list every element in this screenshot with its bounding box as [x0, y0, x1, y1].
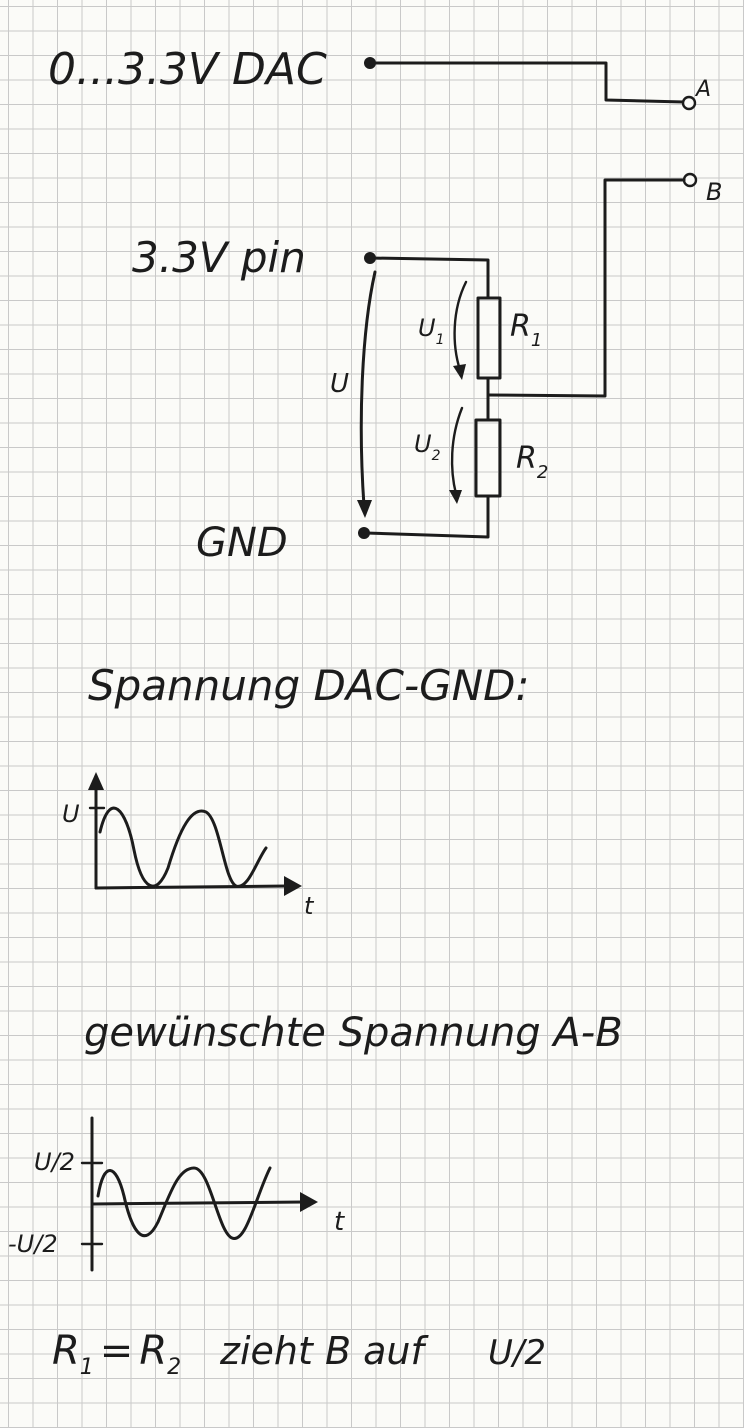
footer-value: U/2 [488, 1333, 546, 1373]
v33-label: 3.3V pin [132, 233, 306, 282]
plot2-heading: gewünschte Spannung A-B [84, 1010, 623, 1056]
gnd-label: GND [196, 520, 288, 566]
terminal-b-wire [486, 178, 686, 398]
footer-note: R1=R2 zieht B auf U/2 [52, 1328, 546, 1380]
footer-formula: R1=R2 [52, 1328, 181, 1380]
plot1-x-axis [94, 884, 290, 890]
u-arrowhead [357, 500, 372, 518]
plot1-y-arrowhead [88, 772, 104, 790]
dac-label: 0...3.3V DAC [48, 44, 327, 95]
gnd-wire [364, 494, 490, 539]
u2-arrow [450, 406, 464, 496]
terminal-b [682, 172, 698, 188]
u1-arrow [453, 280, 468, 372]
plot1-curve [98, 806, 268, 888]
plot2-x-axis [90, 1200, 306, 1206]
u2-label: U2 [414, 430, 441, 464]
v33-wire [368, 256, 490, 300]
plot2-tick-pos-label: U/2 [34, 1148, 75, 1176]
resistor-r2 [474, 418, 502, 498]
u-label: U [330, 369, 349, 399]
u1-arrowhead [453, 364, 466, 380]
circuit-diagram: 0...3.3V DAC A B 3.3V pin R1 R2 GND U [48, 44, 722, 566]
terminal-b-label: B [706, 178, 722, 206]
r2-label: R2 [516, 441, 548, 483]
footer-text: zieht B auf [219, 1329, 429, 1373]
plot1-x-label: t [304, 892, 315, 920]
plot-a-b: gewünschte Spannung A-B U/2 -U/2 t [8, 1010, 623, 1272]
u2-arrowhead [449, 490, 462, 504]
plot2-x-arrowhead [300, 1192, 318, 1212]
plot1-x-arrowhead [284, 876, 302, 896]
plot-dac-gnd: Spannung DAC-GND: U t [62, 661, 530, 920]
plot2-curve [96, 1166, 272, 1240]
r1-label: R1 [510, 309, 542, 351]
plot2-tick-neg-label: -U/2 [8, 1230, 58, 1258]
plot2-x-label: t [334, 1207, 345, 1237]
plot1-y-label: U [62, 800, 80, 828]
resistor-r1 [476, 296, 502, 380]
dac-wire [368, 61, 686, 104]
u-arrow [359, 270, 377, 508]
plot1-heading: Spannung DAC-GND: [88, 661, 530, 710]
u1-label: U1 [418, 314, 445, 348]
gnd-node [358, 527, 370, 539]
terminal-a [681, 95, 697, 111]
terminal-a-label: A [694, 77, 711, 102]
